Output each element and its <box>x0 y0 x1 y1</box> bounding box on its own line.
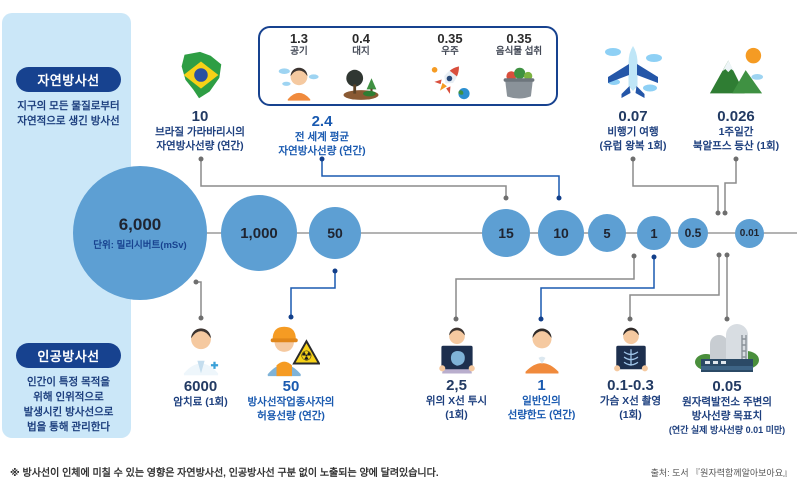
bubble-value: 5 <box>603 225 611 241</box>
airplane-line: 비행기 여행 <box>607 126 659 138</box>
nuclear-plant-line: 원자력발전소 주변의 <box>682 396 772 408</box>
general-public-line: 선량한도 (연간) <box>507 409 576 421</box>
radiation-worker-line: 방사선작업종사자의 <box>247 396 335 408</box>
cancer-treatment-group: 6000 암치료 (1회) <box>148 322 253 409</box>
airplane-line: (유럽 왕복 1회) <box>599 140 667 152</box>
footnote-text: ※ 방사선이 인체에 미칠 수 있는 영향은 자연방사선, 인공방사선 구분 없… <box>10 468 439 479</box>
nuclear-plant-line: 방사선량 목표치 <box>691 410 763 422</box>
breathing-person-icon <box>278 67 319 101</box>
artificial-desc-line: 법을 통해 관리한다 <box>26 421 111 433</box>
brazil-line: 자연방사선량 (연간) <box>156 140 244 152</box>
chest-xray-line: 가슴 X선 촬영 <box>599 395 662 407</box>
general-public-value: 1 <box>537 377 546 394</box>
nuclear-plant-line: (연간 실제 방사선량 0.01 미만) <box>668 425 786 435</box>
mountain-line: 1주일간 <box>718 126 754 138</box>
bubble-value: 1,000 <box>240 224 278 242</box>
nuclear-plant-value: 0.05 <box>712 378 742 395</box>
earth-label: 대지 <box>352 46 370 57</box>
artificial-desc-line: 발생시킨 방사선으로 <box>23 406 114 418</box>
natural-radiation-description: 지구의 모든 물질로부터 자연적으로 생긴 방사선 <box>6 99 131 129</box>
box-item-air: 1.3 공기 <box>264 32 334 107</box>
bubble-value: 50 <box>327 225 343 241</box>
radiation-worker-icon: ☢ <box>267 326 320 377</box>
cosmic-label: 우주 <box>441 46 459 57</box>
food-value: 0.35 <box>506 31 532 46</box>
nuclear-plant-icon <box>695 324 759 372</box>
chest-xray-group: 0.1-0.3 가슴 X선 촬영 (1회) <box>578 325 683 422</box>
brazil-line: 브라질 가라바리시의 <box>155 126 245 138</box>
chest-xray-value: 0.1-0.3 <box>607 377 654 394</box>
bubble-value: 0.5 <box>684 226 702 240</box>
bubble-value: 10 <box>553 225 569 241</box>
food-label: 음식물 섭취 <box>495 46 543 57</box>
scale-bubble-15: 15 <box>482 209 530 257</box>
general-public-line: 일반인의 <box>522 395 561 407</box>
earth-value: 0.4 <box>351 31 371 46</box>
chest-xray-icon <box>613 327 648 372</box>
chest-xray-line: (1회) <box>619 409 642 421</box>
stomach-xray-line: (1회) <box>445 409 468 421</box>
artificial-desc-line: 위해 인위적으로 <box>33 391 104 403</box>
natural-average-breakdown-box: 1.3 공기 0.4 대지 0.35 <box>258 26 558 106</box>
artificial-desc-line: 인간이 특정 목적을 <box>26 376 111 388</box>
food-pot-icon <box>503 67 535 99</box>
bubble-value: 1 <box>650 225 658 241</box>
cosmic-value: 0.35 <box>437 31 463 46</box>
brazil-value: 10 <box>191 108 209 125</box>
mountain-value: 0.026 <box>717 108 755 125</box>
artificial-radiation-description: 인간이 특정 목적을 위해 인위적으로 발생시킨 방사선으로 법을 통해 관리한… <box>6 375 131 435</box>
scale-unit-label: 단위: 밀리시버트(mSv) <box>93 240 187 251</box>
world-average-line: 자연방사선량 (연간) <box>278 145 366 157</box>
brazil-source-group: 10 브라질 가라바리시의 자연방사선량 (연간) <box>150 44 250 153</box>
general-public-group: 1 일반인의 선량한도 (연간) <box>489 325 594 422</box>
world-average-value: 2.4 <box>311 113 333 130</box>
bubble-value: 15 <box>498 225 514 241</box>
air-label: 공기 <box>290 46 308 57</box>
svg-text:☢: ☢ <box>300 349 312 364</box>
box-item-cosmic: 0.35 우주 <box>415 32 485 107</box>
radiation-worker-line: 허용선량 (연간) <box>257 410 325 422</box>
airplane-source-group: 0.07 비행기 여행 (유럽 왕복 1회) <box>583 36 683 153</box>
scale-bubble-10: 10 <box>538 210 584 256</box>
bubble-value: 0.01 <box>739 228 760 239</box>
cancer-treatment-value: 6000 <box>183 378 218 395</box>
space-rocket-icon <box>431 66 470 100</box>
box-item-food: 0.35 음식물 섭취 <box>484 32 554 107</box>
stomach-xray-icon <box>438 327 475 374</box>
scale-bubble-0-01: 0.01 <box>735 219 764 248</box>
source-credit: 출처: 도서 『원자력함께알아보아요』 <box>650 468 792 478</box>
box-item-earth: 0.4 대지 <box>326 32 396 107</box>
scale-bubble-1000: 1,000 <box>221 195 297 271</box>
scale-bubble-6000: 6,000 단위: 밀리시버트(mSv) <box>73 166 207 300</box>
world-average-group: 2.4 전 세계 평균 자연방사선량 (연간) <box>272 113 372 158</box>
scale-bubble-0-5: 0.5 <box>678 218 708 248</box>
airplane-value: 0.07 <box>618 108 648 125</box>
radiation-worker-value: 50 <box>282 378 300 395</box>
scale-bubble-1: 1 <box>637 216 671 250</box>
bubble-value: 6,000 <box>118 215 162 234</box>
natural-desc-line: 지구의 모든 물질로부터 <box>17 100 120 112</box>
cancer-treatment-line: 암치료 (1회) <box>173 396 228 408</box>
general-person-icon <box>525 328 558 374</box>
land-trees-icon <box>343 69 379 100</box>
natural-radiation-badge: 자연방사선 <box>16 67 121 92</box>
stomach-xray-line: 위의 X선 투시 <box>425 395 488 407</box>
stomach-xray-value: 2,5 <box>446 377 467 394</box>
artificial-radiation-badge: 인공방사선 <box>16 343 121 368</box>
stomach-xray-group: 2,5 위의 X선 투시 (1회) <box>404 325 509 422</box>
scale-bubble-50: 50 <box>309 207 361 259</box>
mountain-icon <box>709 47 764 94</box>
air-value: 1.3 <box>289 31 309 46</box>
world-average-line: 전 세계 평균 <box>294 131 350 143</box>
brazil-map-icon <box>181 51 222 99</box>
radiation-worker-group: ☢ 50 방사선작업종사자의 허용선량 (연간) <box>236 320 346 423</box>
airplane-icon <box>605 46 662 98</box>
nuclear-plant-group: 0.05 원자력발전소 주변의 방사선량 목표치 (연간 실제 방사선량 0.0… <box>652 318 800 437</box>
natural-desc-line: 자연적으로 생긴 방사선 <box>17 115 120 127</box>
mountain-line: 북알프스 등산 (1회) <box>692 140 780 152</box>
scale-bubble-5: 5 <box>588 214 626 252</box>
mountain-source-group: 0.026 1주일간 북알프스 등산 (1회) <box>686 40 786 153</box>
doctor-icon <box>183 328 218 376</box>
